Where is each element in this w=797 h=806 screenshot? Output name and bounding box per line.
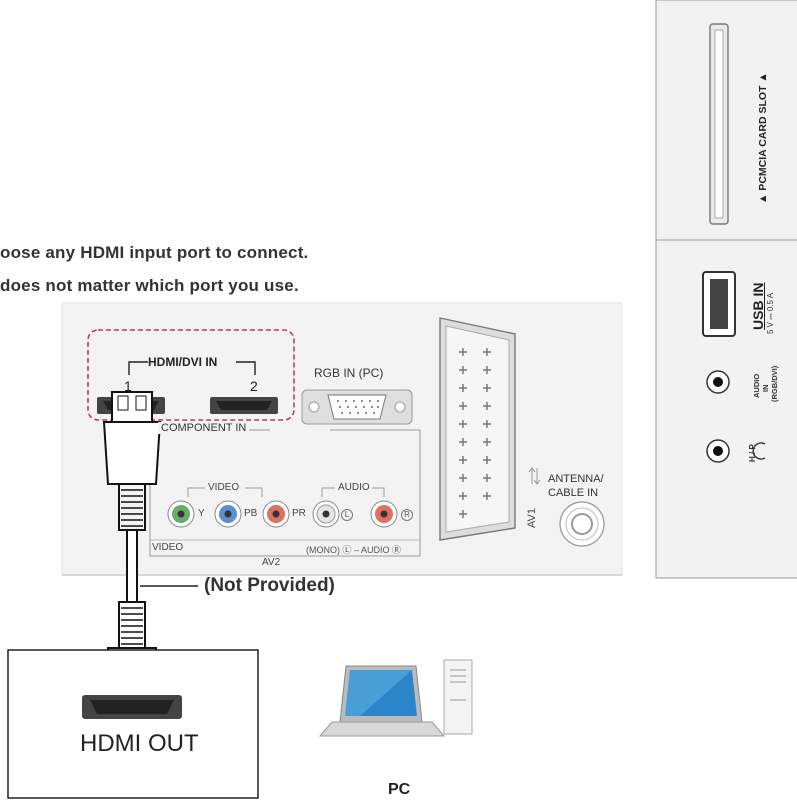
audio-r-jack[interactable] (370, 500, 398, 528)
source-device-box (7, 649, 259, 799)
pcmcia-label: ▲ PCMCIA CARD SLOT ▲ (757, 72, 769, 204)
audio-in-label-2: IN (761, 384, 770, 393)
mono-audio-label: (MONO) Ⓛ – AUDIO Ⓡ (306, 545, 402, 555)
audio-group-label: AUDIO (338, 482, 370, 493)
pc-icon (318, 659, 473, 737)
usb-spec-label: 5 V ⎓ 0.5 A (766, 292, 775, 334)
l-label: L (341, 509, 353, 521)
antenna-label: ANTENNA/ (548, 473, 604, 485)
headphone-jack[interactable] (706, 439, 730, 463)
usb-port[interactable] (702, 271, 736, 337)
hdmi-port-2-label: 2 (250, 378, 258, 394)
component-y-jack[interactable] (167, 500, 195, 528)
instruction-line-2: does not matter which port you use. (0, 276, 299, 295)
hdmi-out-label: HDMI OUT (80, 730, 199, 757)
hdmi-highlight-box (87, 329, 295, 421)
pb-label: PB (244, 508, 258, 519)
component-pb-jack[interactable] (214, 500, 242, 528)
hdmi-port-1-label: 1 (124, 378, 132, 394)
hdmi-out-port[interactable] (82, 695, 182, 719)
not-provided-label: (Not Provided) (204, 575, 335, 596)
component-in-label: COMPONENT IN (158, 422, 250, 434)
audio-in-rgb-dvi-jack[interactable] (706, 370, 730, 394)
hdmi-dvi-in-label: HDMI/DVI IN (148, 355, 218, 369)
hp-label: H / P (748, 444, 757, 462)
r-label: R (401, 509, 413, 521)
video-group-label: VIDEO (208, 482, 240, 493)
rgb-pc-port[interactable] (301, 389, 413, 425)
pr-label: PR (292, 508, 306, 519)
cable-in-label: CABLE IN (548, 487, 599, 499)
audio-l-jack[interactable] (312, 500, 340, 528)
antenna-jack[interactable] (559, 501, 605, 547)
instruction-line-1: oose any HDMI input port to connect. (0, 243, 309, 262)
y-label: Y (198, 508, 205, 519)
av2-label: AV2 (262, 557, 281, 568)
hdmi-port-2[interactable] (210, 397, 278, 414)
pc-label: PC (388, 781, 411, 798)
scart-port[interactable] (439, 317, 516, 541)
video-bottom-label: VIDEO (152, 542, 184, 553)
av1-label: AV1 (526, 508, 538, 528)
component-pr-jack[interactable] (262, 500, 290, 528)
audio-in-label-3: (RGB/DVI) (770, 365, 779, 402)
usb-in-label: USB IN (750, 282, 766, 330)
audio-in-label-1: AUDIO (752, 373, 761, 398)
rgb-in-label: RGB IN (PC) (314, 366, 384, 380)
headphone-icon (752, 442, 766, 460)
